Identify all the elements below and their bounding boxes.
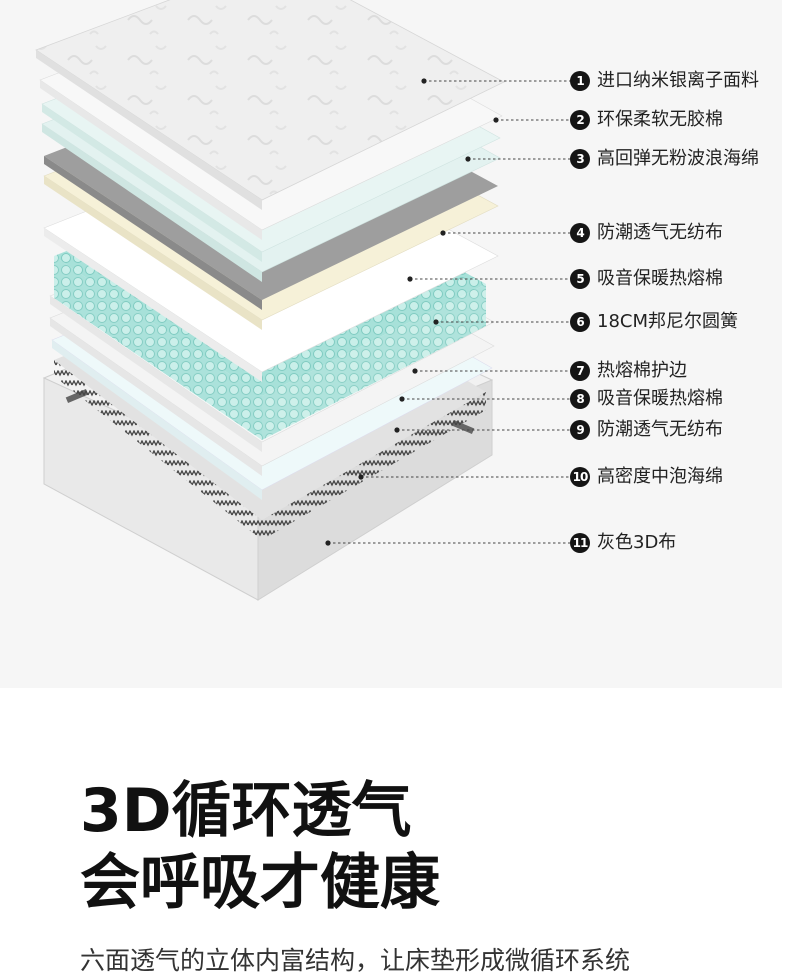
layer-label-4: 4 防潮透气无纺布	[570, 222, 723, 244]
layer-number-badge: 2	[570, 110, 590, 130]
layer-number-badge: 8	[570, 389, 590, 409]
layer-label-2: 2 环保柔软无胶棉	[570, 109, 723, 131]
layer-label-10: 10 高密度中泡海绵	[570, 466, 723, 488]
layer-name: 防潮透气无纺布	[597, 419, 723, 440]
layer-label-8: 8 吸音保暖热熔棉	[570, 388, 723, 410]
layer-name: 环保柔软无胶棉	[597, 109, 723, 130]
layer-name: 高回弹无粉波浪海绵	[597, 148, 759, 169]
layer-name: 吸音保暖热熔棉	[597, 388, 723, 409]
layer-number-badge: 3	[570, 149, 590, 169]
layer-label-7: 7 热熔棉护边	[570, 360, 687, 382]
layer-name: 18CM邦尼尔圆簧	[597, 311, 739, 332]
layer-name: 高密度中泡海绵	[597, 466, 723, 487]
layer-number-badge: 7	[570, 361, 590, 381]
layer-number-badge: 11	[570, 533, 590, 553]
layer-name: 吸音保暖热熔棉	[597, 268, 723, 289]
mattress-stack-illustration	[35, 0, 570, 601]
layer-name: 热熔棉护边	[597, 360, 687, 381]
layer-name: 防潮透气无纺布	[597, 222, 723, 243]
layer-name: 进口纳米银离子面料	[597, 70, 759, 91]
layer-label-3: 3 高回弹无粉波浪海绵	[570, 148, 759, 170]
mattress-layer-diagram: 1 进口纳米银离子面料 2 环保柔软无胶棉 3 高回弹无粉波浪海绵 4 防潮透气…	[35, 0, 759, 601]
body-text: 六面透气的立体内富结构，让床垫形成微循环系统	[80, 946, 631, 975]
layer-number-badge: 6	[570, 312, 590, 332]
layer-number-badge: 10	[570, 467, 590, 487]
layer-label-1: 1 进口纳米银离子面料	[570, 70, 759, 92]
layer-1-quilted-top	[35, 0, 505, 210]
leader-lines	[325, 78, 570, 546]
headline-line-2: 会呼吸才健康	[80, 848, 440, 918]
layer-label-6: 6 18CM邦尼尔圆簧	[570, 311, 738, 333]
layer-name: 灰色3D布	[597, 532, 677, 553]
layer-number-badge: 4	[570, 223, 590, 243]
layer-number-badge: 5	[570, 269, 590, 289]
layer-number-badge: 1	[570, 71, 590, 91]
headline-line-1: 3D循环透气	[80, 776, 412, 846]
layer-label-11: 11 灰色3D布	[570, 532, 676, 554]
headline: 3D循环透气 会呼吸才健康	[80, 775, 440, 919]
layer-label-5: 5 吸音保暖热熔棉	[570, 268, 723, 290]
layer-label-9: 9 防潮透气无纺布	[570, 419, 723, 441]
layer-number-badge: 9	[570, 420, 590, 440]
